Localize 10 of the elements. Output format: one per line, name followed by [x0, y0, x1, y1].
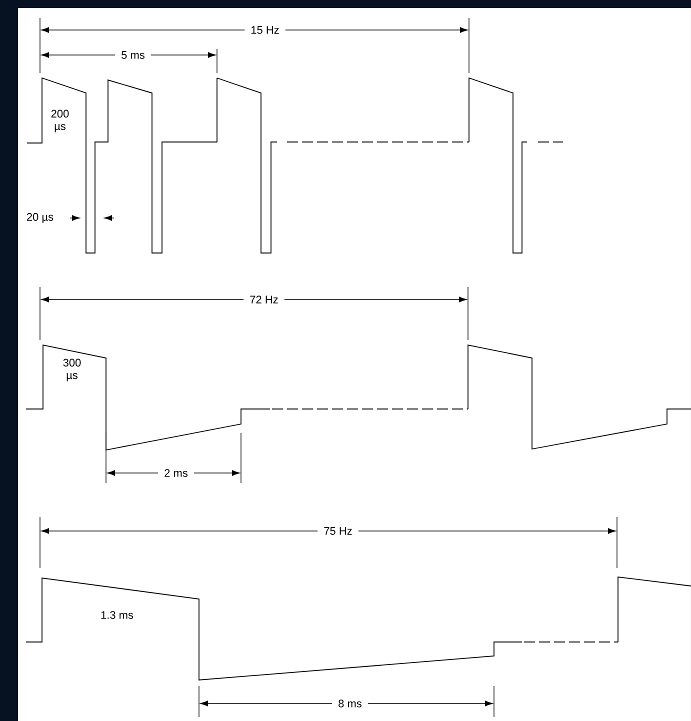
measurement-label: 300 µs	[63, 358, 81, 382]
dimension-label: 72 Hz	[244, 294, 284, 306]
dimension-label: 8 ms	[332, 698, 368, 710]
dimension-label: 5 ms	[115, 49, 151, 61]
dimension-label: 2 ms	[158, 467, 194, 479]
measurement-label: 1.3 ms	[101, 611, 134, 619]
dimension-label: 15 Hz	[244, 24, 286, 36]
measurement-label: 20 µs	[26, 213, 54, 223]
dimension-label: 75 Hz	[318, 525, 358, 537]
measurement-label: 200 µs	[51, 110, 69, 132]
